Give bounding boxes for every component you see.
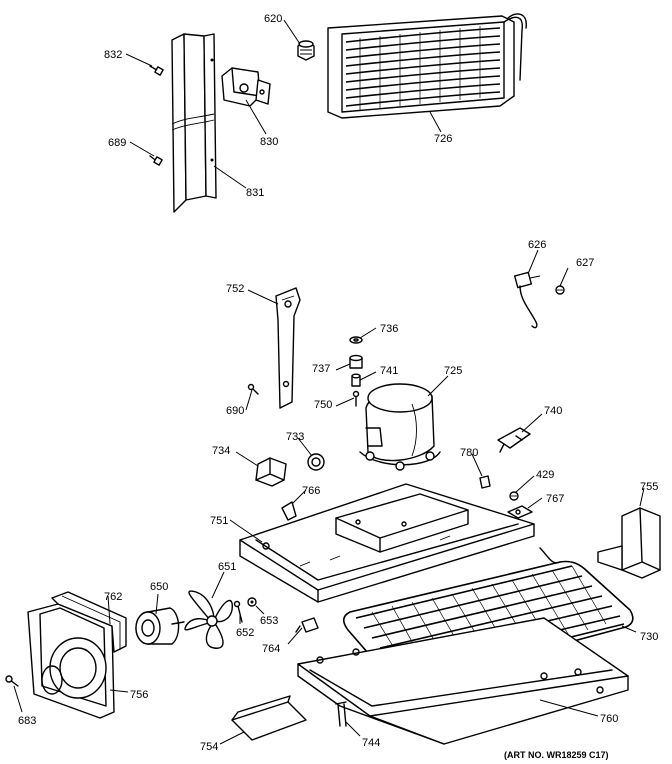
clip-744: [335, 701, 347, 727]
label-733: 733: [286, 431, 304, 443]
bracket-755: [597, 507, 661, 579]
label-754: 754: [200, 741, 218, 753]
nut-653: [247, 597, 257, 607]
label-752: 752: [226, 283, 244, 295]
label-767: 767: [546, 493, 564, 505]
art-number: (ART NO. WR18259 C17): [504, 750, 609, 760]
channel-831: [171, 33, 217, 213]
label-830: 830: [260, 136, 278, 148]
grommet-737: [349, 354, 363, 369]
label-690: 690: [226, 405, 244, 417]
label-737: 737: [312, 363, 330, 375]
label-831: 831: [246, 187, 264, 199]
sleeve-741: [351, 373, 361, 387]
label-653: 653: [260, 615, 278, 627]
screw-689: [149, 155, 163, 166]
screw-429: [509, 491, 519, 501]
label-650: 650: [150, 581, 168, 593]
harness-626: [513, 271, 541, 329]
part-780: [479, 475, 491, 489]
compressor-725: [359, 383, 441, 471]
grommet-620: [297, 40, 315, 61]
label-832: 832: [104, 49, 122, 61]
leader-lines: [13, 19, 645, 745]
label-689: 689: [108, 137, 126, 149]
callout-labels: 620 832 726 830 689 831 626 627 752 736 …: [18, 13, 658, 760]
label-652: 652: [236, 627, 254, 639]
label-627: 627: [576, 257, 594, 269]
washer-736: [349, 336, 363, 344]
label-750: 750: [314, 399, 332, 411]
stud-750: [352, 390, 360, 407]
label-760: 760: [600, 713, 618, 725]
label-762: 762: [104, 591, 122, 603]
clip-766: [281, 501, 297, 521]
pan-751: [239, 483, 535, 603]
fan-blade-651: [184, 590, 233, 649]
label-726: 726: [434, 133, 452, 145]
bracket-767: [507, 505, 533, 519]
screw-832: [149, 65, 164, 76]
strap-752: [275, 287, 301, 409]
label-736: 736: [380, 323, 398, 335]
label-751: 751: [210, 515, 228, 527]
fan-shroud-756: [27, 603, 115, 719]
label-725: 725: [444, 365, 462, 377]
screw-690: [247, 383, 259, 395]
label-429: 429: [536, 469, 554, 481]
clip-764: [295, 617, 319, 633]
screw-683: [5, 675, 19, 687]
condenser-726: [327, 13, 527, 119]
label-780: 780: [460, 447, 478, 459]
label-764: 764: [262, 643, 280, 655]
label-620: 620: [264, 13, 282, 25]
label-766: 766: [302, 485, 320, 497]
clip-740: [497, 427, 531, 453]
overload-733: [307, 453, 325, 471]
label-741: 741: [380, 365, 398, 377]
label-730: 730: [640, 631, 658, 643]
relay-734: [255, 457, 287, 487]
screw-652: [233, 600, 243, 623]
label-740: 740: [544, 405, 562, 417]
drain-pan-760: [297, 617, 629, 745]
label-755: 755: [640, 481, 658, 493]
label-683: 683: [18, 715, 36, 727]
label-756: 756: [130, 689, 148, 701]
label-626: 626: [528, 239, 546, 251]
screw-627: [555, 285, 565, 295]
bracket-830: [221, 67, 271, 107]
label-651: 651: [218, 561, 236, 573]
gasket-762: [51, 591, 127, 653]
label-744: 744: [362, 737, 380, 749]
label-734: 734: [212, 445, 230, 457]
fan-motor-650: [135, 607, 185, 645]
tray-754: [231, 695, 307, 741]
